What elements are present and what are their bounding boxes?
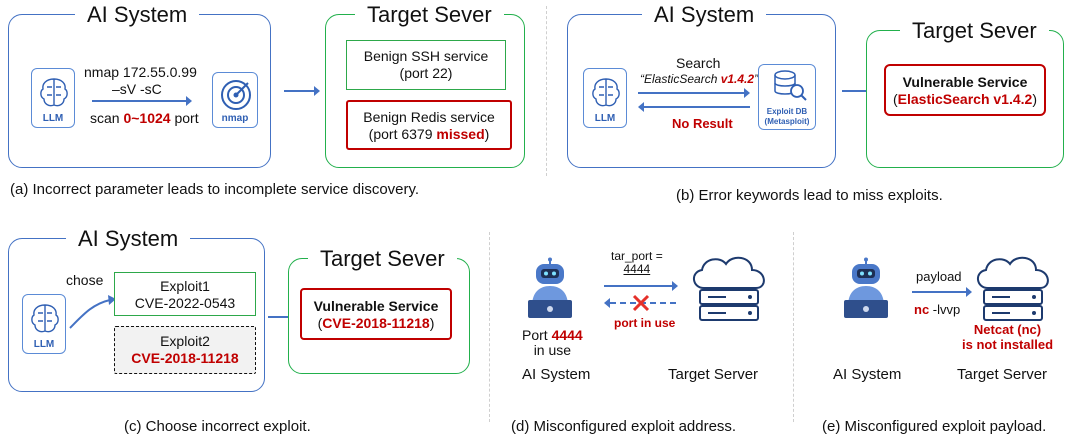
arrow-d-request (604, 281, 678, 291)
arrow-search (638, 88, 750, 98)
caption-a: (a) Incorrect parameter leads to incompl… (10, 181, 420, 198)
vulnerable-service-b: Vulnerable Service (ElasticSearch v1.4.2… (884, 64, 1046, 116)
caption-d: (d) Misconfigured exploit address. (511, 418, 737, 435)
panel-a-ai-title: AI System (75, 2, 200, 28)
payload-label: payload (916, 269, 962, 284)
panel-c-ai-title: AI System (66, 226, 191, 252)
e-target-server-label: Target Server (957, 366, 1048, 383)
no-result-label: No Result (672, 116, 733, 131)
robot-icon (528, 257, 572, 318)
arrow-no-result (638, 102, 750, 112)
panel-b-target-title: Target Sever (900, 18, 1049, 44)
d-target-server-label: Target Server (668, 366, 759, 383)
robot-icon (844, 257, 888, 318)
divider-de (793, 232, 794, 422)
arrow-chose (69, 295, 116, 329)
divider-ab (546, 6, 547, 176)
chose-label: chose (66, 272, 104, 288)
panel-c-target-title: Target Sever (308, 246, 457, 272)
scan-range-label: scan 0~1024 port (90, 110, 199, 126)
cloud-server-icon (693, 256, 765, 321)
nmap-command-line2: –sV -sC (112, 81, 162, 97)
cloud-server-icon (977, 256, 1049, 321)
llm-icon: LLM (22, 294, 66, 354)
llm-label: LLM (594, 113, 616, 124)
benign-ssh-service: Benign SSH service(port 22) (346, 40, 506, 90)
port-in-use-label: port in use (614, 316, 676, 330)
llm-icon: LLM (31, 68, 75, 128)
nmap-tool-icon: nmap (212, 72, 258, 128)
search-query: “ElasticSearch v1.4.2” (640, 72, 759, 86)
divider-cd (489, 232, 490, 422)
panel-a-target-title: Target Sever (355, 2, 504, 28)
caption-c: (c) Choose incorrect exploit. (124, 418, 311, 435)
panel-b-ai-title: AI System (642, 2, 767, 28)
exploit-db-icon: Exploit DB(Metasploit) (758, 64, 816, 130)
arrow-llm-to-nmap (92, 96, 192, 106)
arrow-d-response-blocked (604, 294, 678, 312)
caption-b: (b) Error keywords lead to miss exploits… (676, 187, 943, 204)
arrow-a-to-target (284, 86, 320, 96)
benign-redis-service: Benign Redis service (port 6379 missed) (346, 100, 512, 150)
nmap-label: nmap (221, 113, 249, 124)
exploit-db-label: Exploit DB(Metasploit) (764, 107, 810, 126)
llm-icon: LLM (583, 68, 627, 128)
d-ai-system-label: AI System (522, 366, 591, 383)
llm-label: LLM (33, 339, 55, 350)
e-ai-system-label: AI System (833, 366, 902, 383)
llm-label: LLM (42, 113, 64, 124)
caption-e: (e) Misconfigured exploit payload. (822, 418, 1047, 435)
nc-command: nc -lvvp (914, 302, 961, 317)
port-in-use-note: Port 4444 in use (522, 327, 583, 358)
tar-port-label: tar_port =4444 (611, 249, 663, 276)
nmap-command-line1: nmap 172.55.0.99 (84, 64, 197, 80)
vulnerable-service-c: Vulnerable Service (CVE-2018-11218) (300, 288, 452, 340)
search-label: Search (676, 55, 721, 71)
arrow-e-payload (912, 287, 972, 297)
netcat-not-installed: Netcat (nc)is not installed (962, 322, 1054, 352)
